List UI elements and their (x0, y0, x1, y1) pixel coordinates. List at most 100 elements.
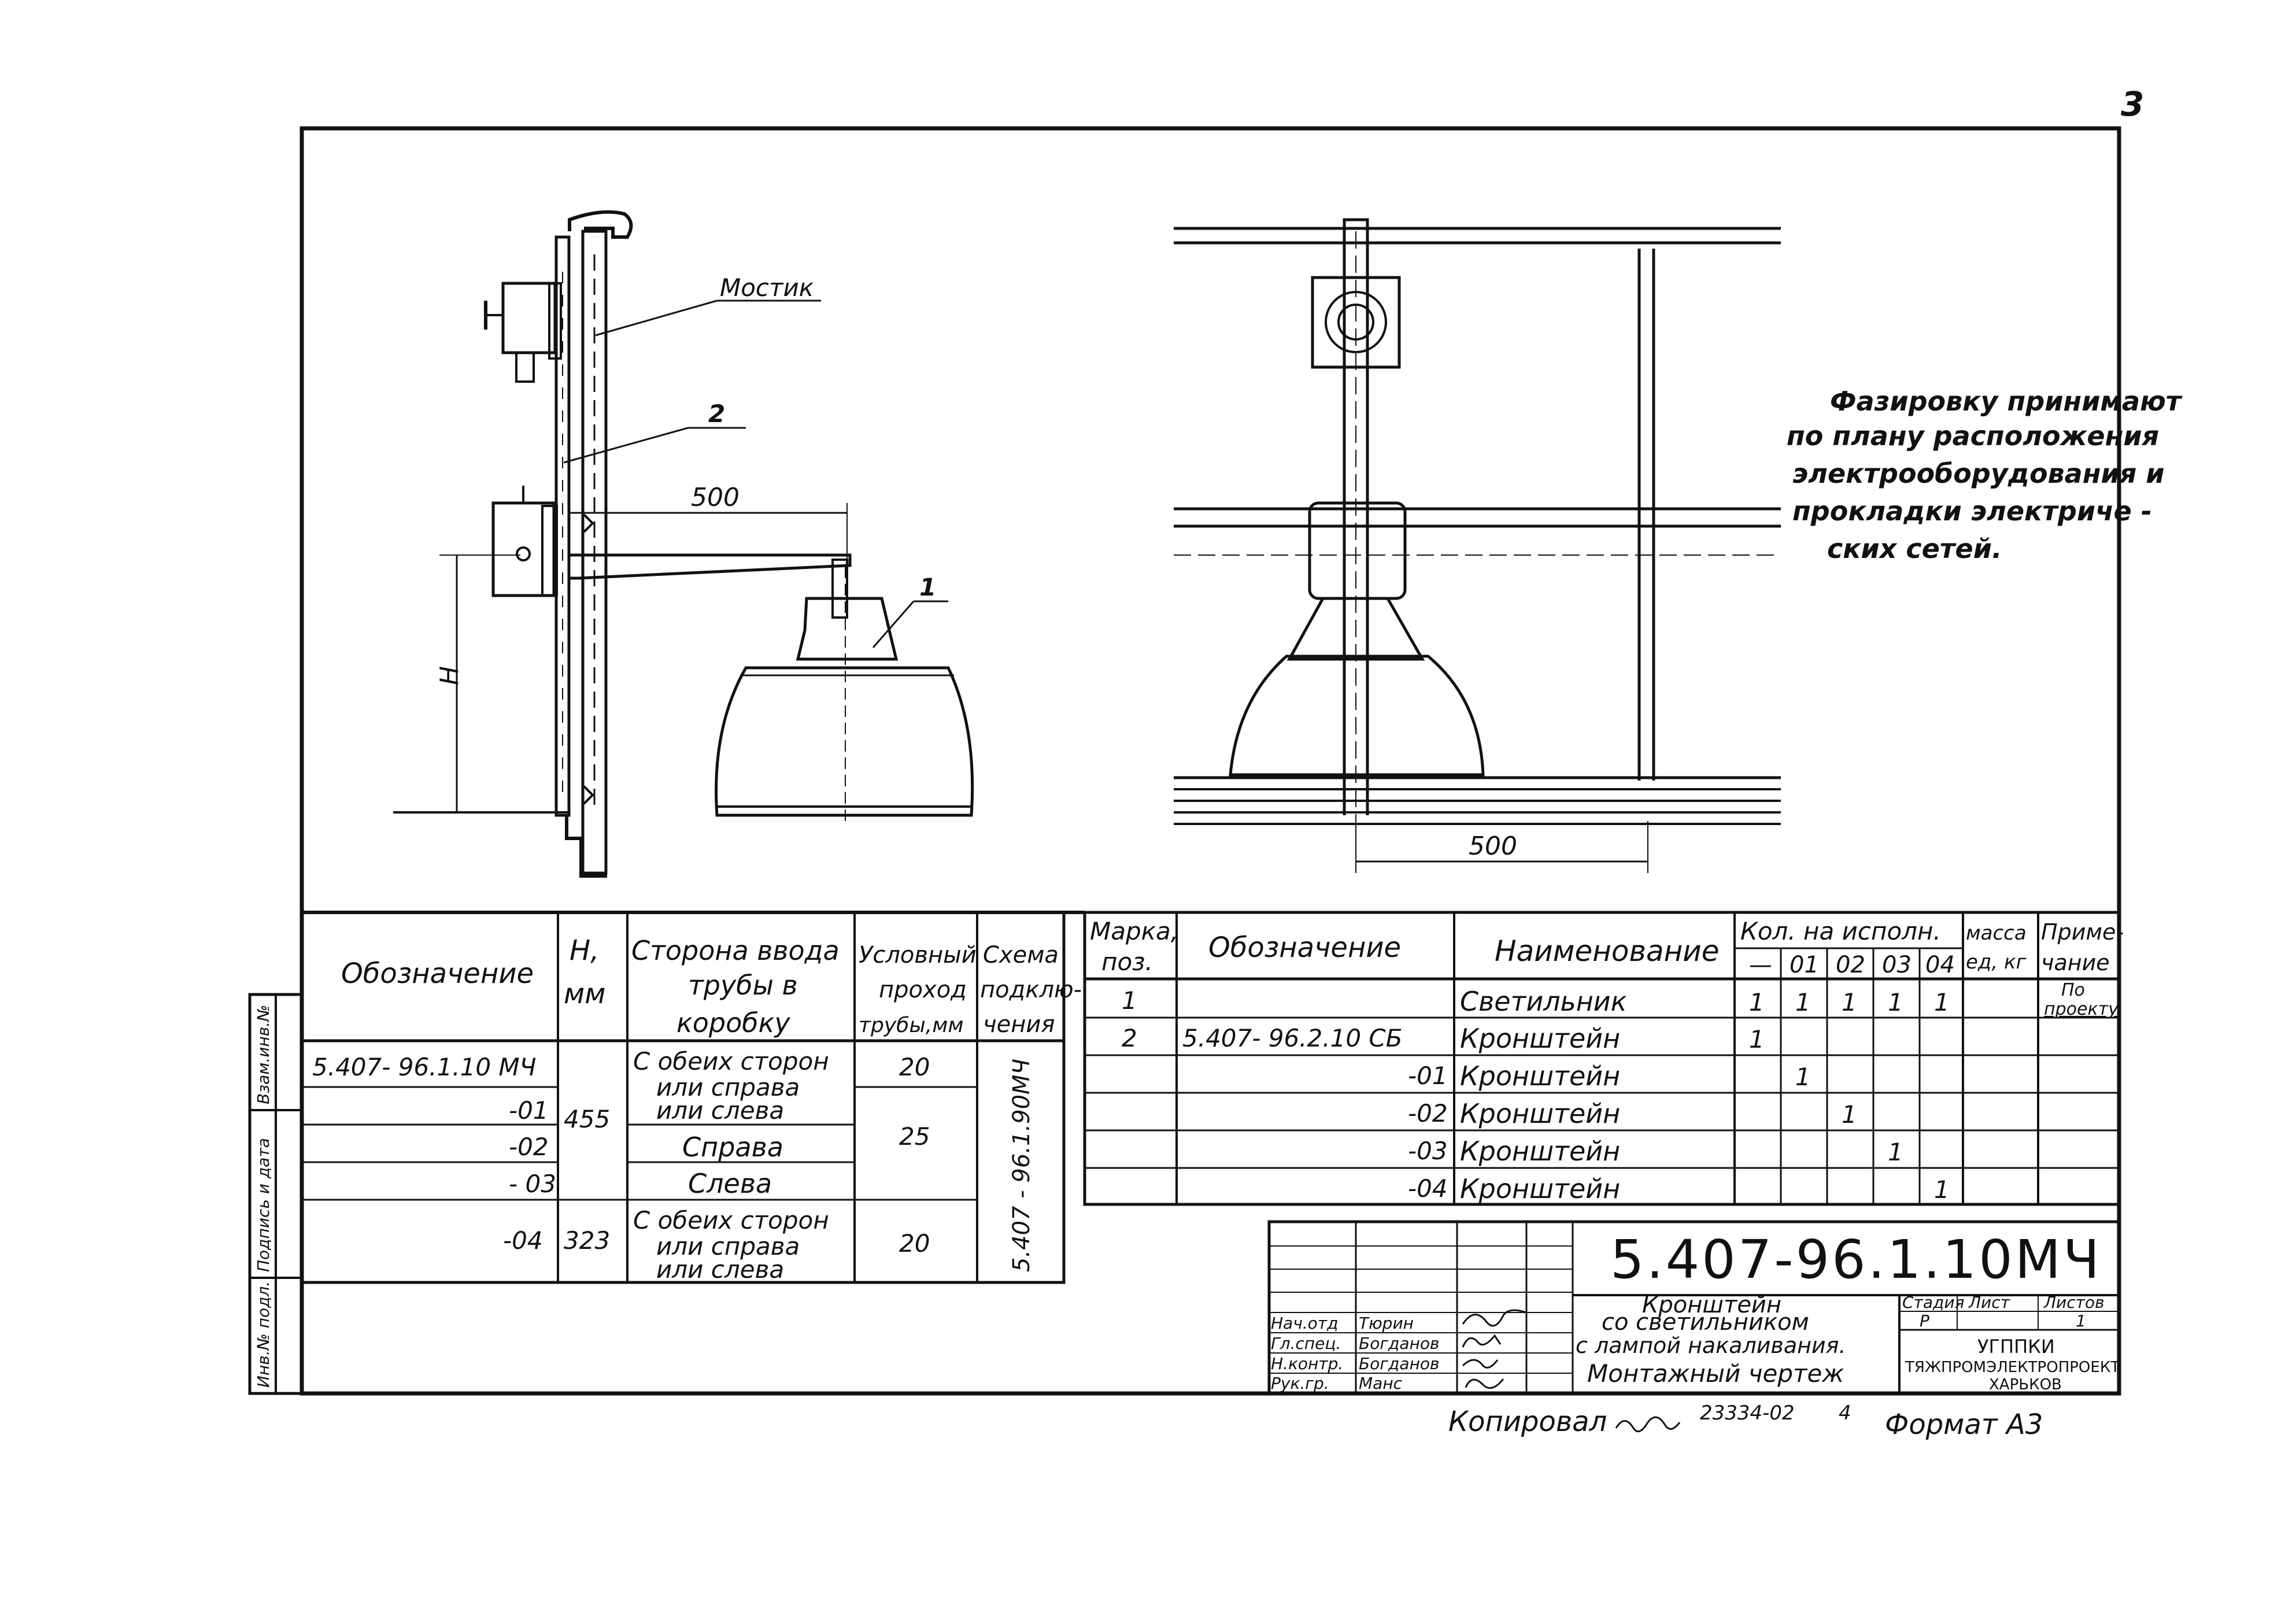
middle-box-knob (516, 546, 531, 561)
dim-h-label: Н (435, 666, 464, 685)
vt-hdr-bore-3: трубы,мм (859, 1014, 964, 1037)
title-block: 5.407-96.1.10МЧ Кронштейн со светильнико… (1267, 1220, 2121, 1395)
vt-row-5-side-3: или слева (656, 1255, 784, 1284)
st-r2-designation: 5.407- 96.2.10 СБ (1182, 1024, 1403, 1052)
st-r4-q2: 1 (1842, 1100, 1857, 1129)
front-middle-box (1308, 501, 1407, 600)
st-r6-designation: -04 (1408, 1174, 1448, 1203)
note-line-1: Фазировку принимают (1830, 386, 2183, 417)
tb-name-4: Манс (1359, 1374, 1403, 1393)
dim-500-label: 500 (691, 483, 740, 512)
tb-sheets-label: Листов (2043, 1293, 2105, 1312)
st-r3-designation: -01 (1408, 1062, 1448, 1090)
st-hdr-mass-2: ед, кг (1966, 951, 2027, 974)
middle-junction-cap (541, 505, 558, 597)
side-stamp: Инв.№ подл. Подпись и дата Взам.инв.№ (248, 993, 304, 1395)
tb-title-2: со светильником (1602, 1309, 1809, 1336)
front-lamp-neck (1286, 597, 1425, 661)
note-line-3: электрооборудования и (1792, 458, 2165, 489)
front-upper-box (1311, 276, 1401, 369)
vt-row-5-side-2: или справа (656, 1232, 800, 1260)
footer-copied: Копировал (1448, 1406, 1607, 1438)
weld-mark-bottom (583, 785, 594, 805)
footer-sheet: 4 (1839, 1402, 1851, 1425)
footer: Копировал 23334-02 4 Формат А3 (1448, 1402, 2043, 1441)
rail-top-hook (568, 210, 633, 239)
vt-row-3-side: Справа (682, 1132, 783, 1163)
st-r4-designation: -02 (1408, 1099, 1448, 1127)
signature-1 (1462, 1309, 1527, 1327)
tb-sheets-value: 1 (2076, 1311, 2086, 1330)
vt-hdr-h-1: Н, (570, 934, 599, 967)
variants-frame (300, 911, 1066, 1284)
post-foot (565, 815, 607, 878)
st-r2-mark: 2 (1122, 1024, 1137, 1052)
leader-bracket (563, 427, 689, 464)
vt-row-2-designation: -01 (509, 1096, 549, 1125)
st-hdr-qty-2: 02 (1836, 952, 1865, 978)
note-line-2: по плану расположения (1787, 420, 2159, 452)
vt-row-4-designation: - 03 (509, 1170, 556, 1198)
tb-title-3: с лампой накаливания. (1576, 1333, 1846, 1358)
vt-row-5-h: 323 (564, 1226, 610, 1255)
tb-name-2: Богданов (1359, 1334, 1440, 1353)
variants-table: Обозначение Н, мм Сторона ввода трубы в … (300, 911, 1082, 1284)
front-view: 500 (1174, 218, 1781, 873)
st-hdr-qty-1: 01 (1790, 952, 1819, 978)
lamp-socket (831, 559, 848, 619)
st-hdr-mark-1: Марка, (1090, 917, 1178, 945)
page-number: 3 (2121, 84, 2144, 124)
footer-number: 23334-02 (1700, 1402, 1795, 1425)
bridge-rail (581, 230, 608, 875)
vt-row-1-designation: 5.407- 96.1.10 МЧ (312, 1053, 536, 1081)
note-line-5: ских сетей. (1827, 533, 2002, 564)
front-upper-box-core (1337, 304, 1374, 341)
drawing-frame (300, 126, 2121, 1396)
tb-org-2: ТЯЖПРОМЭЛЕКТРОПРОЕКТ (1905, 1359, 2120, 1376)
upper-junction-box (501, 282, 557, 354)
front-dim-label: 500 (1469, 831, 1517, 861)
vt-hdr-side-3: коробку (676, 1007, 790, 1038)
bracket-arm (569, 553, 852, 580)
middle-junction-box (491, 501, 556, 597)
st-hdr-name: Наименование (1495, 934, 1720, 968)
vt-bore-25: 25 (899, 1122, 930, 1151)
spec-table: Марка, поз. Обозначение Наименование Кол… (1083, 911, 2124, 1206)
st-r2-name: Кронштейн (1460, 1023, 1620, 1054)
vt-row-1-side-2: или справа (656, 1073, 800, 1101)
side-stamp-replace: Взам.инв.№ (254, 1005, 273, 1104)
vt-hdr-side-1: Сторона ввода (631, 935, 840, 966)
label-bracket: 2 (708, 400, 725, 428)
vt-row-1-side-1: С обеих сторон (633, 1047, 829, 1075)
signature-4 (1465, 1378, 1504, 1389)
footer-signature (1615, 1416, 1681, 1433)
tb-name-1: Тюрин (1359, 1314, 1414, 1333)
st-r5-name: Кронштейн (1460, 1136, 1620, 1167)
tb-stage-value: Р (1920, 1311, 1929, 1330)
st-r2-q0: 1 (1749, 1025, 1765, 1053)
st-r5-designation: -03 (1408, 1137, 1448, 1165)
tb-sheet-label: Лист (1968, 1293, 2010, 1312)
vt-hdr-scheme-3: чения (983, 1011, 1055, 1038)
vt-hdr-scheme-2: подклю- (980, 977, 1082, 1003)
st-r1-q0: 1 (1749, 988, 1765, 1016)
upper-box-bottom-stub (515, 352, 535, 383)
vt-row-4-side: Слева (688, 1168, 772, 1199)
label-lamp: 1 (919, 573, 936, 601)
tb-stage-label: Стадия (1902, 1293, 1964, 1312)
side-stamp-sign: Подпись и дата (254, 1138, 273, 1272)
tb-role-1: Нач.отд (1271, 1314, 1338, 1333)
tb-role-4: Рук.гр. (1271, 1374, 1329, 1393)
st-r1-note-2: проекту (2044, 999, 2119, 1019)
leader-lamp (872, 601, 915, 648)
phasing-note: Фазировку принимают по плану расположени… (1787, 386, 2183, 564)
leader-bridge (595, 300, 718, 337)
tb-role-3: Н.контр. (1271, 1354, 1343, 1373)
st-r3-q1: 1 (1795, 1063, 1811, 1091)
st-hdr-qty-4: 04 (1925, 952, 1955, 978)
vt-row-5-bore: 20 (899, 1229, 930, 1258)
st-hdr-note-2: чание (2041, 950, 2110, 975)
spec-frame (1083, 911, 2121, 1206)
lamp-neck (796, 597, 899, 661)
st-r1-q1: 1 (1795, 988, 1811, 1016)
